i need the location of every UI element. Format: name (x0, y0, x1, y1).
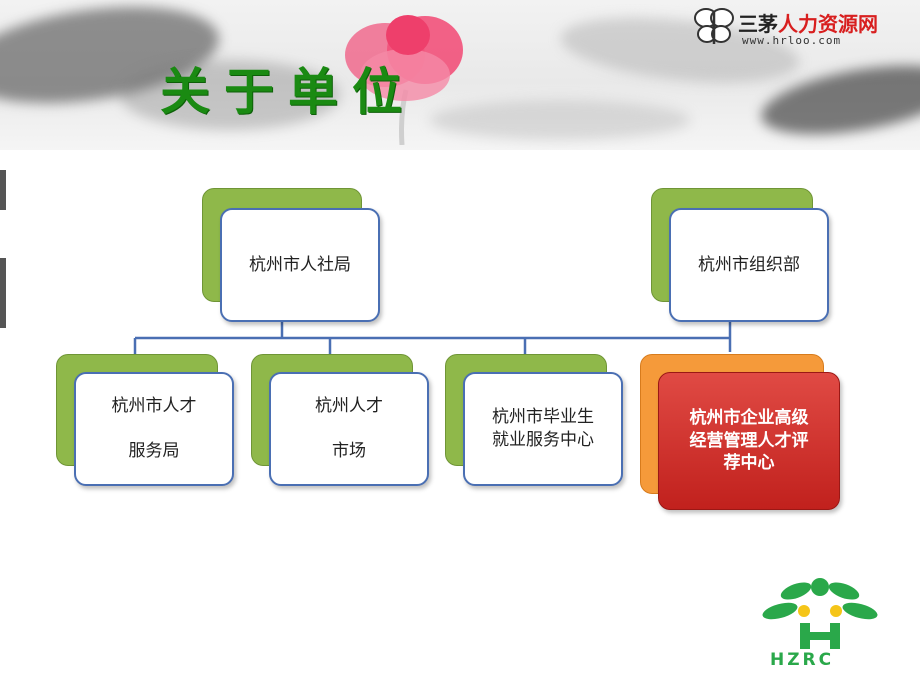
org-node-label: 杭州市毕业生 就业服务中心 (492, 407, 594, 450)
brand-logo[interactable]: 三茅人力资源网 www.hrloo.com (690, 2, 918, 54)
org-node-label: 杭州人才 市场 (315, 395, 383, 462)
header-banner: 关于单位 (0, 0, 920, 150)
org-node-label: 杭州市人社局 (249, 254, 351, 275)
butterfly-icon (694, 8, 734, 44)
page-title: 关于单位 (160, 62, 416, 121)
brand-url: www.hrloo.com (742, 34, 842, 47)
flower-illustration (345, 15, 463, 145)
brand-name: 三茅人力资源网 (738, 12, 878, 36)
org-node-label: 杭州市组织部 (698, 254, 800, 275)
slide-edge-mark (0, 170, 6, 210)
hzrc-logo-text: HZRC (770, 650, 835, 670)
org-node-label: 杭州市企业高级 经营管理人才评 荐中心 (689, 407, 809, 474)
slide-edge-mark (0, 258, 6, 328)
org-node-label: 杭州市人才 服务局 (111, 395, 197, 462)
hzrc-logo (762, 578, 878, 649)
